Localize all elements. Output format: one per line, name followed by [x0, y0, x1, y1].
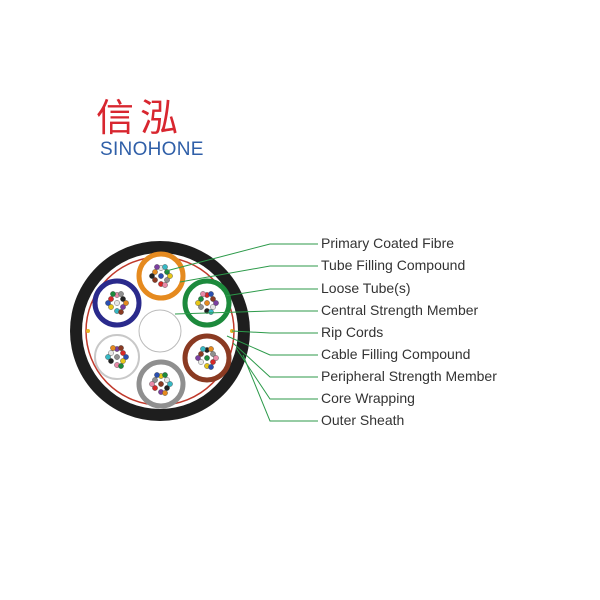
- central-strength-member: [138, 309, 182, 353]
- fibre-dot: [120, 304, 126, 310]
- fibre-dot: [164, 385, 170, 391]
- fibre-dot: [204, 300, 210, 306]
- label-central-strength-member: Central Strength Member: [321, 302, 479, 318]
- fibre-dot: [210, 304, 216, 310]
- leader-line-outer-sheath: [242, 354, 318, 422]
- fibre-dot: [198, 296, 204, 302]
- fibre-dot: [164, 377, 170, 383]
- fibre-dot: [152, 385, 158, 391]
- fibre-dot: [195, 300, 201, 306]
- primary-coated-fibres: [105, 264, 219, 396]
- rip-cord-left: [86, 329, 90, 333]
- fibre-dot: [208, 291, 214, 297]
- fibre-dot: [108, 304, 114, 310]
- fibre-dot: [120, 358, 126, 364]
- fibre-dot: [152, 377, 158, 383]
- label-core-wrapping: Core Wrapping: [321, 390, 415, 406]
- fibre-dot: [114, 354, 120, 360]
- fibre-dot: [164, 277, 170, 283]
- fibre-dot: [108, 296, 114, 302]
- fibre-dot: [210, 296, 216, 302]
- fibre-dot: [154, 372, 160, 378]
- fibre-dot: [123, 354, 129, 360]
- fibre-dot: [118, 309, 124, 315]
- leader-line-peripheral-strength-member: [232, 342, 318, 378]
- leader-lines: [165, 243, 318, 422]
- fibre-dot: [120, 350, 126, 356]
- fibre-dot: [167, 381, 173, 387]
- fibre-dot: [123, 300, 129, 306]
- fibre-dot: [198, 351, 204, 357]
- fibre-dot: [195, 355, 201, 361]
- label-cable-filling-compound: Cable Filling Compound: [321, 346, 470, 362]
- fibre-dot: [154, 264, 160, 270]
- fibre-dot: [105, 354, 111, 360]
- fibre-dot: [162, 264, 168, 270]
- fibre-dot: [108, 358, 114, 364]
- fibre-dot: [110, 291, 116, 297]
- fibre-dot: [118, 363, 124, 369]
- fibre-dot: [152, 277, 158, 283]
- fibre-dot: [198, 304, 204, 310]
- fibre-dot: [204, 355, 210, 361]
- fibre-dot: [114, 300, 120, 306]
- fibre-dot: [200, 346, 206, 352]
- leader-line-central-strength-member: [174, 310, 318, 315]
- label-loose-tubes: Loose Tube(s): [321, 280, 411, 296]
- fibre-dot: [149, 381, 155, 387]
- label-tube-filling-compound: Tube Filling Compound: [321, 257, 465, 273]
- fibre-dot: [158, 381, 164, 387]
- fibre-dot: [158, 273, 164, 279]
- leader-line-loose-tubes: [224, 288, 318, 297]
- fibre-dot: [167, 273, 173, 279]
- fibre-dot: [210, 351, 216, 357]
- label-peripheral-strength-member: Peripheral Strength Member: [321, 368, 497, 384]
- component-labels: Primary Coated Fibre Tube Filling Compou…: [321, 235, 497, 428]
- fibre-dot: [208, 364, 214, 370]
- logo-chinese-text: 信泓: [96, 96, 185, 140]
- fibre-dot: [118, 291, 124, 297]
- fibre-dot: [213, 355, 219, 361]
- logo-english-text: SINOHONE: [100, 139, 204, 160]
- leader-line-tube-filling-compound: [179, 265, 318, 283]
- fibre-dot: [110, 345, 116, 351]
- fibre-dot: [152, 269, 158, 275]
- fibre-dot: [200, 291, 206, 297]
- fibre-dot: [210, 359, 216, 365]
- fibre-dot: [162, 282, 168, 288]
- leader-line-cable-filling-compound: [226, 335, 318, 356]
- fibre-dot: [198, 359, 204, 365]
- leader-line-core-wrapping: [235, 347, 318, 400]
- fibre-dot: [162, 372, 168, 378]
- fibre-dot: [162, 390, 168, 396]
- label-rip-cords: Rip Cords: [321, 324, 383, 340]
- fibre-dot: [208, 346, 214, 352]
- fibre-dot: [149, 273, 155, 279]
- fibre-dot: [118, 345, 124, 351]
- label-outer-sheath: Outer Sheath: [321, 412, 404, 428]
- fibre-dot: [208, 309, 214, 315]
- fibre-dot: [120, 296, 126, 302]
- fibre-dot: [105, 300, 111, 306]
- leader-line-rip-cords: [231, 330, 318, 334]
- leader-line-primary-coated-fibre: [165, 243, 318, 272]
- fibre-dot: [213, 300, 219, 306]
- label-primary-coated-fibre: Primary Coated Fibre: [321, 235, 454, 251]
- fibre-dot: [108, 350, 114, 356]
